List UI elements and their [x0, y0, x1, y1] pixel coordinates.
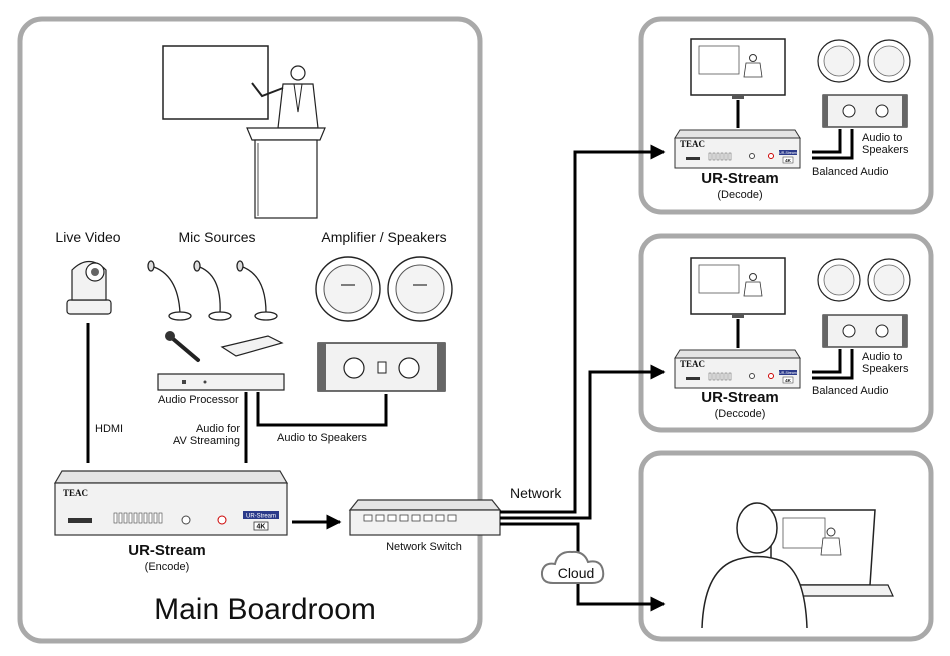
- remote-room-1-cables: [736, 100, 854, 160]
- decoder-1-audio-label-2: Speakers: [862, 144, 909, 156]
- decoder-2-balanced-label: Balanced Audio: [812, 385, 888, 397]
- audio-av-label-1: Audio for: [196, 423, 240, 435]
- live-video-label: Live Video: [55, 229, 120, 245]
- decoder-1-audio-label-1: Audio to: [862, 132, 902, 144]
- viewer-person-icon: [701, 502, 808, 629]
- decoder-4k-badge: 4K: [785, 378, 792, 383]
- remote-room-1: TEAC UR-Stream 4K UR-Stream (Decode) Aud…: [674, 38, 911, 201]
- audio-av-label-2: AV Streaming: [173, 435, 240, 447]
- remote-room-2: TEAC UR-Stream 4K UR-Stream (Deccode) Au…: [674, 257, 911, 420]
- amp-speakers-label: Amplifier / Speakers: [321, 229, 446, 245]
- ceiling-speaker-left-icon: [315, 256, 381, 322]
- decoder-badge: UR-Stream: [779, 371, 797, 375]
- display-monitor-icon: [690, 257, 786, 318]
- projection-screen-icon: [162, 45, 269, 120]
- network-switch-label: Network Switch: [386, 541, 462, 553]
- ptz-camera-icon: [66, 260, 112, 315]
- ceiling-speakers-icon: [817, 258, 911, 302]
- decoder-1-balanced-label: Balanced Audio: [812, 166, 888, 178]
- decoder-1-role: (Decode): [717, 189, 762, 201]
- main-room-cables: [86, 323, 388, 463]
- presenter-icon: [251, 65, 319, 129]
- handheld-mic-icon: [165, 331, 200, 362]
- amplifier-icon: [317, 342, 446, 392]
- amplifier-icon: [822, 314, 908, 348]
- encoder-4k-badge: 4K: [257, 524, 266, 531]
- decoder-4k-badge: 4K: [785, 158, 792, 163]
- ur-stream-decoder-device: TEAC UR-Stream 4K: [674, 129, 801, 169]
- encoder-badge: UR-Stream: [246, 514, 276, 520]
- ceiling-speakers-icon: [817, 39, 911, 83]
- ur-stream-encoder-device: TEAC UR-Stream 4K: [53, 470, 289, 536]
- decoder-2-audio-label-1: Audio to: [862, 351, 902, 363]
- remote-viewer: [701, 502, 894, 629]
- mic-sources-label: Mic Sources: [178, 229, 255, 245]
- audio-processor-icon: [157, 373, 285, 391]
- main-boardroom-title: Main Boardroom: [154, 593, 376, 626]
- decoder-2-role: (Deccode): [715, 408, 766, 420]
- encoder-role: (Encode): [145, 561, 190, 573]
- network-label: Network: [510, 485, 562, 501]
- encoder-name: UR-Stream: [128, 542, 206, 559]
- hdmi-label: HDMI: [95, 423, 123, 435]
- gooseneck-mics-icon: [147, 260, 278, 321]
- decoder-2-audio-label-2: Speakers: [862, 363, 909, 375]
- display-monitor-icon: [690, 38, 786, 99]
- cloud-label: Cloud: [558, 565, 595, 581]
- ceiling-speaker-right-icon: [387, 256, 453, 322]
- decoder-badge: UR-Stream: [779, 151, 797, 155]
- cloud-icon: [540, 550, 605, 584]
- network-switch-icon: [348, 499, 502, 536]
- presenter-scene: [162, 45, 326, 219]
- decoder-brand-logo: TEAC: [680, 359, 705, 369]
- decoder-2-name: UR-Stream: [701, 389, 779, 406]
- decoder-brand-logo: TEAC: [680, 139, 705, 149]
- podium-icon: [246, 127, 326, 219]
- encoder-brand-logo: TEAC: [63, 488, 88, 498]
- audio-processor-label: Audio Processor: [158, 394, 239, 406]
- ur-stream-decoder-device: TEAC UR-Stream 4K: [674, 349, 801, 389]
- audio-to-speakers-label: Audio to Speakers: [277, 432, 367, 444]
- decoder-1-name: UR-Stream: [701, 170, 779, 187]
- boundary-mic-icon: [220, 335, 284, 357]
- remote-room-2-cables: [736, 319, 854, 380]
- amplifier-icon: [822, 94, 908, 128]
